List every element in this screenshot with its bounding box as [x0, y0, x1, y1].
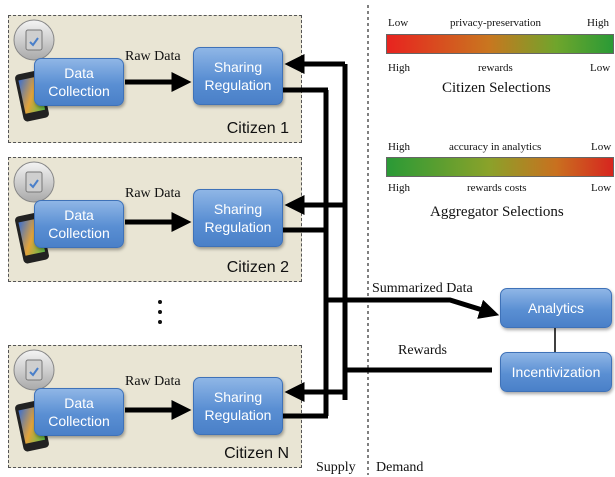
- aggregator-bottom-left: High: [388, 182, 410, 194]
- citizen-label: Citizen 2: [226, 259, 289, 276]
- aggregator-selections-title: Aggregator Selections: [430, 204, 564, 220]
- citizen-top-mid: privacy-preservation: [450, 17, 542, 29]
- raw-data-label: Raw Data: [125, 374, 181, 389]
- summarized-data-label: Summarized Data: [372, 281, 473, 296]
- sharing-regulation-box: Sharing Regulation: [193, 189, 283, 247]
- aggregator-top-right: Low: [591, 141, 612, 153]
- aggregator-bottom-right: Low: [591, 182, 612, 194]
- sensor-icon: [13, 349, 55, 391]
- analytics-box: Analytics: [500, 288, 612, 328]
- sensor-icon: [13, 19, 55, 61]
- aggregator-selection-bar: [386, 157, 614, 177]
- sharing-regulation-box: Sharing Regulation: [193, 377, 283, 435]
- raw-data-label: Raw Data: [125, 49, 181, 64]
- demand-label: Demand: [376, 460, 424, 475]
- citizen-bottom-left: High: [388, 62, 410, 74]
- citizen-selection-bar: [386, 34, 614, 54]
- citizen-top-left: Low: [388, 17, 409, 29]
- sharing-regulation-box: Sharing Regulation: [193, 47, 283, 105]
- raw-data-label: Raw Data: [125, 186, 181, 201]
- data-collection-box: Data Collection: [34, 388, 124, 436]
- citizen-bottom-mid: rewards: [478, 62, 513, 74]
- citizen-label: Citizen N: [224, 445, 289, 462]
- ellipsis-dots: [158, 300, 162, 330]
- citizen-bottom-right: Low: [590, 62, 611, 74]
- data-collection-box: Data Collection: [34, 58, 124, 106]
- incentivization-box: Incentivization: [500, 352, 612, 392]
- citizen-label: Citizen 1: [226, 120, 289, 137]
- aggregator-bottom-mid: rewards costs: [467, 182, 527, 194]
- rewards-label: Rewards: [398, 343, 447, 358]
- supply-label: Supply: [316, 460, 356, 475]
- aggregator-top-mid: accuracy in analytics: [449, 141, 542, 153]
- sensor-icon: [13, 161, 55, 203]
- citizen-selections-title: Citizen Selections: [442, 80, 551, 96]
- citizen-top-right: High: [587, 17, 609, 29]
- data-collection-box: Data Collection: [34, 200, 124, 248]
- aggregator-top-left: High: [388, 141, 410, 153]
